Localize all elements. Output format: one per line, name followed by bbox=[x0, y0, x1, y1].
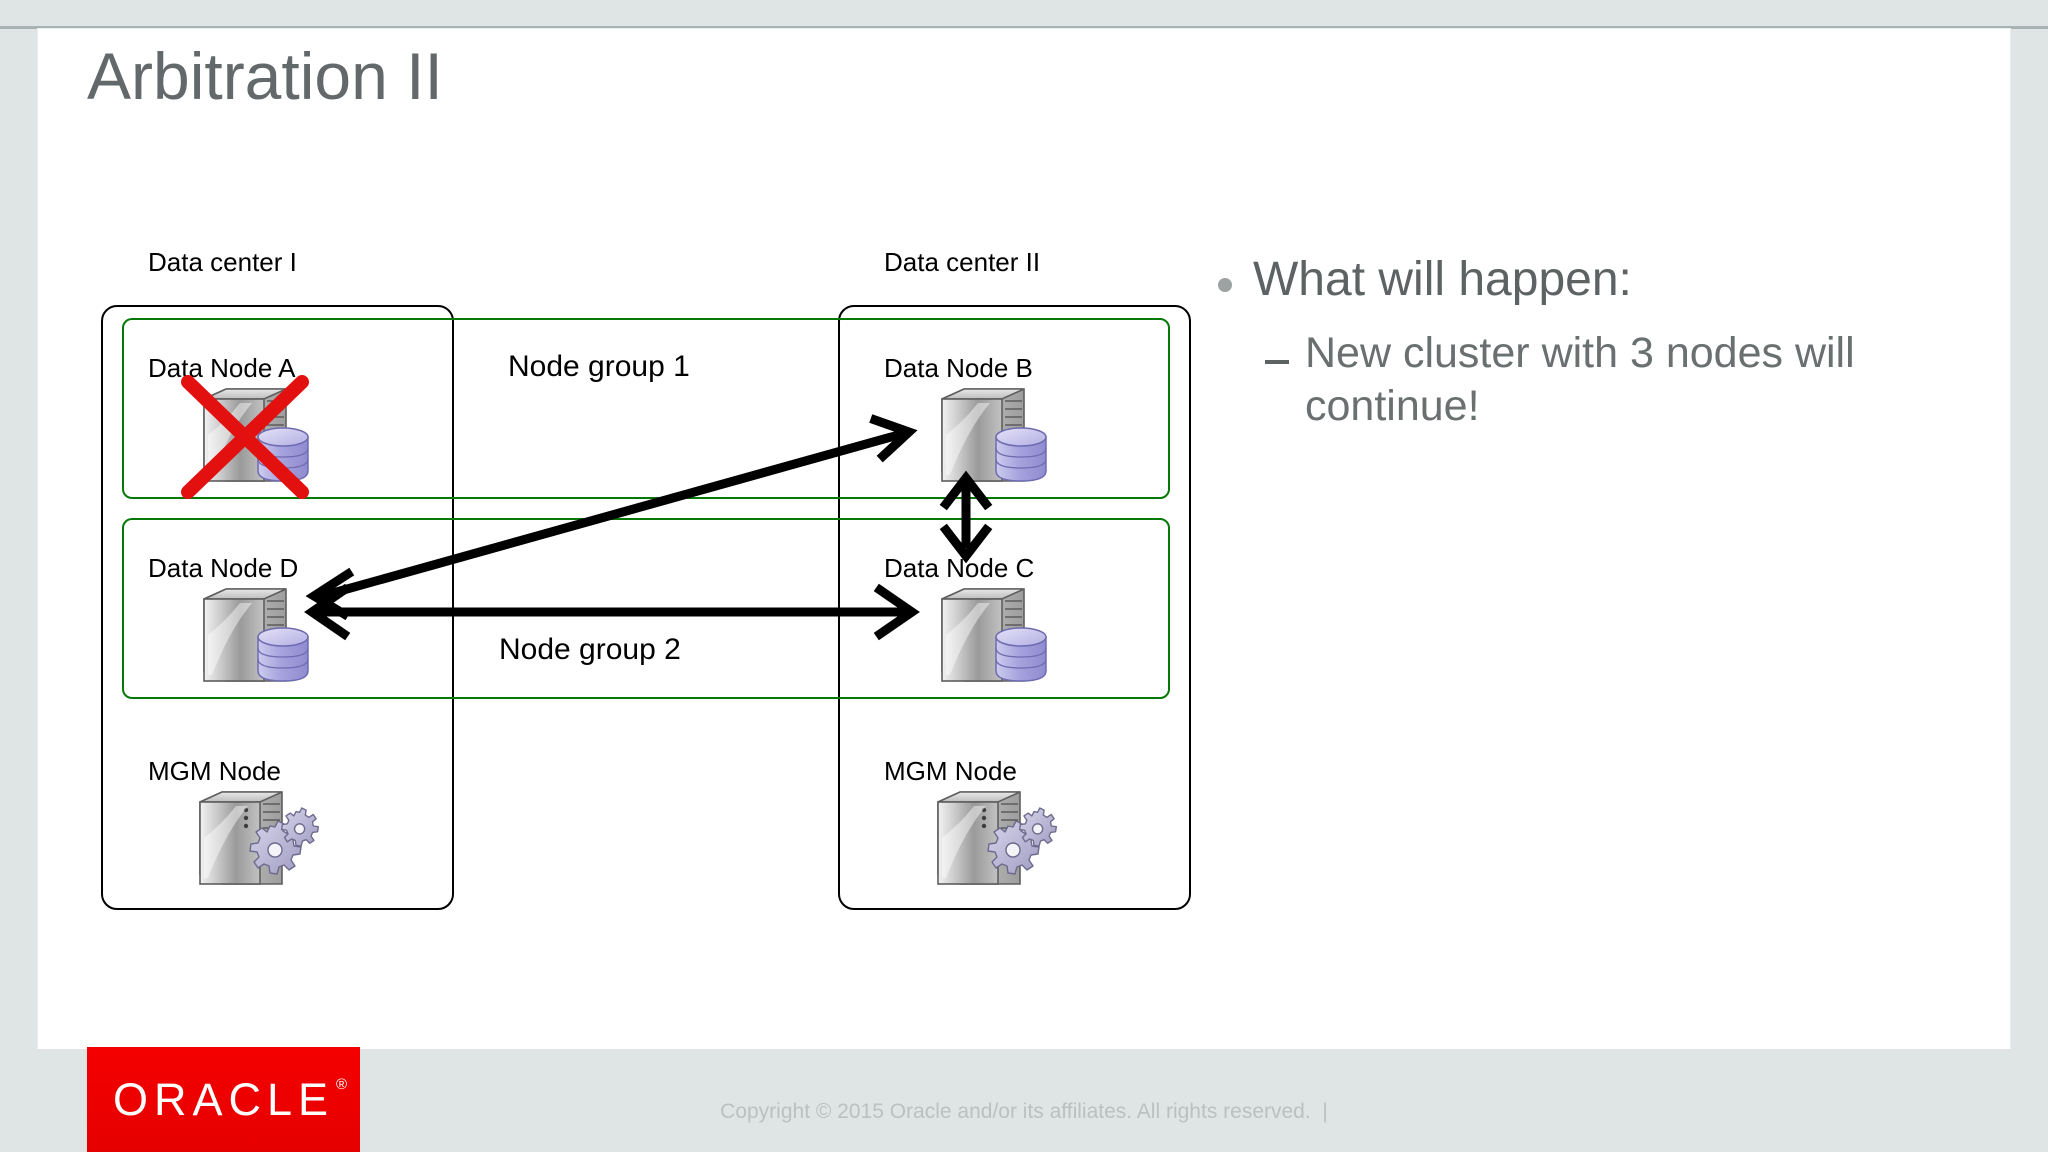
bullet-dot-icon bbox=[1218, 278, 1232, 292]
bullet-level2-text: New cluster with 3 nodes will continue! bbox=[1305, 329, 1855, 430]
node-label-data-node-c: Data Node C bbox=[884, 553, 1035, 583]
node-group-label-2: Node group 2 bbox=[499, 633, 681, 666]
oracle-logo: ORACLE® bbox=[87, 1047, 360, 1152]
node-group-box-1 bbox=[122, 318, 1170, 499]
oracle-wordmark-text: ORACLE bbox=[112, 1073, 335, 1125]
oracle-wordmark: ORACLE® bbox=[112, 1073, 347, 1126]
node-group-box-2 bbox=[122, 518, 1170, 699]
page-title: Arbitration II bbox=[87, 39, 443, 113]
node-group-label-1: Node group 1 bbox=[508, 350, 690, 383]
node-label-mgm-left: MGM Node bbox=[148, 756, 281, 786]
node-label-data-node-d: Data Node D bbox=[148, 553, 299, 583]
bullet-dash-icon bbox=[1265, 360, 1289, 365]
node-label-mgm-right: MGM Node bbox=[884, 756, 1017, 786]
bullet-level1-text: What will happen: bbox=[1253, 253, 1632, 306]
registered-trademark-icon: ® bbox=[335, 1075, 348, 1093]
bullet-list: What will happen: New cluster with 3 nod… bbox=[1218, 252, 1958, 432]
datacenter-label-2: Data center II bbox=[884, 247, 1041, 277]
node-label-data-node-b: Data Node B bbox=[884, 353, 1033, 383]
window-top-strip bbox=[0, 0, 2048, 29]
bullet-level2: New cluster with 3 nodes will continue! bbox=[1265, 327, 1958, 432]
node-label-data-node-a: Data Node A bbox=[148, 353, 296, 383]
datacenter-label-1: Data center I bbox=[148, 247, 297, 277]
bullet-level1: What will happen: bbox=[1218, 252, 1958, 307]
footer-copyright: Copyright © 2015 Oracle and/or its affil… bbox=[720, 1100, 1328, 1123]
